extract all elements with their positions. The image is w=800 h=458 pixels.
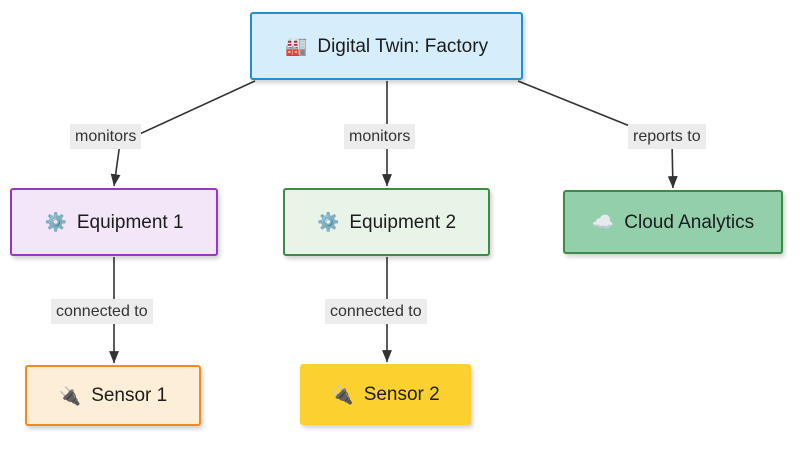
node-digital-twin-factory[interactable]: 🏭 Digital Twin: Factory: [250, 12, 523, 80]
factory-icon: 🏭: [284, 36, 308, 56]
node-equipment-1[interactable]: ⚙️ Equipment 1: [10, 188, 218, 256]
node-label: Cloud Analytics: [624, 211, 755, 233]
node-cloud-analytics[interactable]: ☁️ Cloud Analytics: [563, 190, 783, 254]
edge-label-equipment-1-to-sensor-1: connected to: [51, 299, 153, 325]
edge-label-root-to-cloud-analytics: reports to: [628, 124, 706, 150]
node-sensor-1[interactable]: 🔌 Sensor 1: [25, 365, 201, 426]
plug-icon: 🔌: [58, 385, 82, 406]
gear-icon: ⚙️: [316, 212, 340, 232]
node-label: Sensor 1: [91, 385, 168, 406]
node-equipment-2[interactable]: ⚙️ Equipment 2: [283, 188, 490, 256]
cloud-icon: ☁️: [591, 212, 615, 232]
edge-label-equipment-2-to-sensor-2: connected to: [325, 299, 427, 325]
edge-label-root-to-equipment-1: monitors: [70, 124, 142, 150]
plug-icon: 🔌: [331, 384, 354, 405]
node-label: Equipment 2: [349, 211, 457, 233]
gear-icon: ⚙️: [44, 212, 67, 232]
node-label: Equipment 1: [76, 211, 184, 233]
node-label: Digital Twin: Factory: [317, 35, 489, 57]
node-label: Sensor 2: [363, 384, 440, 405]
edge-label-root-to-equipment-2: monitors: [344, 124, 416, 150]
node-sensor-2[interactable]: 🔌 Sensor 2: [300, 364, 471, 425]
